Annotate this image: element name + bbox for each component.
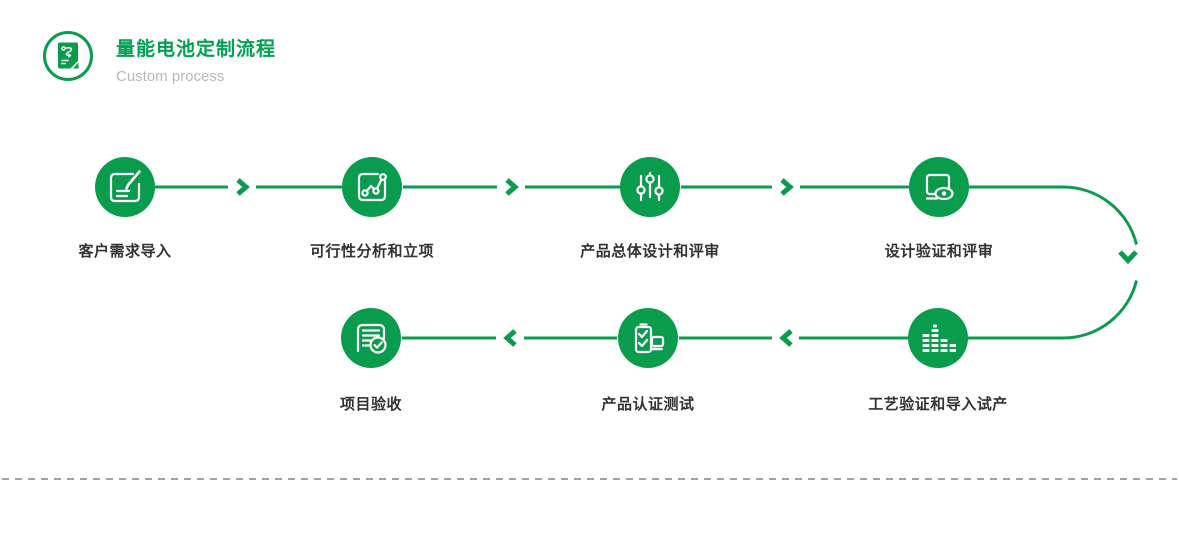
step-label: 产品认证测试 [601,396,695,413]
acceptance-doc-icon [356,323,387,354]
dashed-divider [2,478,1177,480]
monitor-review-icon [925,173,954,201]
section-header: 量能电池定制流程 Custom process [42,30,276,85]
sliders-icon [636,171,664,202]
certification-test-icon [634,323,665,354]
step-node-process-verification [908,308,968,368]
arrow-down-icon [1118,250,1138,265]
arrow-left-icon [503,329,517,347]
page-subtitle: Custom process [116,68,225,85]
edit-note-icon [109,170,141,203]
header-text: 量能电池定制流程 Custom process [116,30,276,85]
step-label: 可行性分析和立项 [309,243,434,260]
page-title: 量能电池定制流程 [116,39,277,60]
step-label: 客户需求导入 [78,243,172,260]
analysis-chart-icon [357,172,387,202]
step-node-design-verification [909,157,969,217]
step-label: 产品总体设计和评审 [580,243,720,260]
step-label: 项目验收 [339,396,402,413]
process-document-icon [43,31,93,81]
step-node-feasibility [342,157,402,217]
arrow-left-icon [779,329,793,347]
step-label: 设计验证和评审 [884,243,994,260]
step-node-certification-test [618,308,678,368]
step-label: 工艺验证和导入试产 [868,396,1008,413]
step-node-project-acceptance [341,308,401,368]
equalizer-bars-icon [922,324,956,352]
arrow-right-icon [780,178,794,196]
arrow-right-icon [236,178,250,196]
flow-curve [1062,185,1138,340]
step-node-overall-design [620,157,680,217]
arrow-right-icon [505,178,519,196]
step-node-customer-demand [95,157,155,217]
